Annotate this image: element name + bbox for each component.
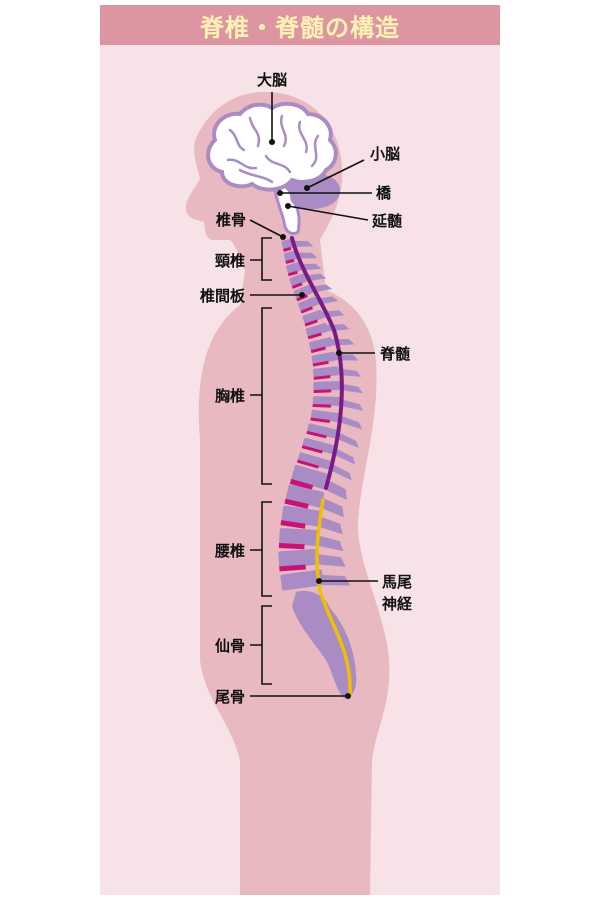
vertebral-body	[280, 569, 324, 591]
vertebral-body	[286, 262, 302, 274]
vertebra	[280, 569, 351, 591]
intervertebral-disc	[279, 564, 306, 572]
brain-gyri	[226, 114, 320, 184]
vertebral-body	[297, 452, 333, 470]
vertebral-body	[298, 296, 318, 312]
cerebrum	[206, 101, 338, 192]
vertebra	[306, 423, 359, 449]
leader-lines	[249, 92, 378, 699]
vertebra	[278, 528, 344, 552]
intervertebral-disc	[285, 258, 295, 264]
intervertebral-disc	[280, 520, 306, 529]
vertebral-body	[313, 381, 341, 391]
intervertebral-disc	[313, 375, 331, 380]
vertebral-body	[307, 423, 339, 439]
label-cervical: 頸椎	[215, 252, 245, 270]
spinous-process	[316, 515, 343, 535]
spinous-process	[318, 574, 351, 586]
spinous-process	[315, 553, 346, 567]
vertebra	[280, 505, 343, 535]
intervertebral-disc	[300, 306, 314, 314]
vertebral-body	[289, 273, 307, 287]
label-sacrum: 仙骨	[215, 637, 245, 655]
label-cauda-2: 神経	[382, 595, 413, 613]
vertebral-body	[281, 505, 321, 527]
label-thoracic: 胸椎	[215, 387, 245, 405]
intervertebral-disc	[310, 346, 326, 354]
label-cauda-1: 馬尾	[382, 573, 412, 591]
intervertebral-disc	[291, 282, 303, 289]
vertebra	[305, 323, 350, 340]
spinous-process	[314, 534, 344, 552]
intervertebral-disc	[312, 360, 329, 367]
diagram-title: 脊椎・脊髄の構造	[200, 13, 400, 42]
vertebra	[278, 548, 346, 572]
spinous-process	[319, 496, 345, 518]
vertebral-body	[312, 396, 342, 406]
spinous-process	[337, 414, 363, 430]
spinal-cord	[290, 236, 344, 490]
intervertebral-disc	[284, 498, 309, 509]
vertebral-body	[279, 528, 319, 546]
vertebra	[296, 452, 352, 481]
intervertebral-disc	[306, 430, 327, 439]
intervertebral-disc	[301, 445, 323, 454]
label-lumbar: 腰椎	[214, 542, 245, 560]
vertebral-body	[305, 323, 329, 337]
brainstem	[272, 183, 301, 236]
vertebra	[289, 464, 347, 501]
spinous-process	[323, 477, 347, 501]
label-pons: 橋	[376, 184, 392, 202]
spinous-process	[327, 339, 355, 346]
vertebra	[312, 396, 364, 411]
intervertebral-disc	[278, 543, 305, 550]
cauda-equina	[315, 498, 352, 697]
title-bar: 脊椎・脊髄の構造	[100, 5, 500, 45]
label-cerebellum: 小脳	[370, 145, 400, 163]
intervertebral-disc	[307, 332, 322, 340]
label-cerebrum: 大脳	[257, 71, 287, 89]
vertebral-body	[302, 437, 336, 455]
vertebral-body	[278, 548, 320, 568]
vertebra	[309, 337, 355, 354]
intervertebral-disc	[312, 404, 332, 408]
spinous-process	[328, 461, 352, 481]
intervertebral-disc	[296, 459, 319, 469]
vertebral-body	[311, 351, 337, 365]
vertebra	[301, 437, 356, 465]
vertebral-body	[309, 337, 333, 351]
vertebral-body	[312, 366, 340, 378]
intervertebral-disc	[289, 478, 314, 490]
spinous-process	[331, 446, 356, 465]
vertebral-body	[302, 309, 324, 325]
vertebral-body	[291, 464, 329, 490]
label-disc: 椎間板	[200, 287, 246, 305]
sacrum	[292, 590, 357, 699]
vertebral-body	[283, 250, 299, 262]
vertebra	[310, 409, 363, 430]
label-vertebra: 椎骨	[216, 211, 246, 229]
intervertebral-disc	[287, 270, 298, 277]
intervertebral-disc	[313, 389, 332, 393]
label-coccyx: 尾骨	[215, 688, 245, 706]
vertebra	[284, 484, 345, 518]
spinous-process	[337, 398, 364, 411]
label-medulla: 延髄	[371, 212, 403, 230]
intervertebral-disc	[310, 417, 330, 424]
label-spinal-cord: 脊髄	[379, 345, 411, 363]
intervertebral-disc	[304, 319, 318, 327]
spinous-process	[322, 324, 350, 332]
intervertebral-disc	[283, 246, 292, 252]
spinous-process	[334, 430, 359, 449]
